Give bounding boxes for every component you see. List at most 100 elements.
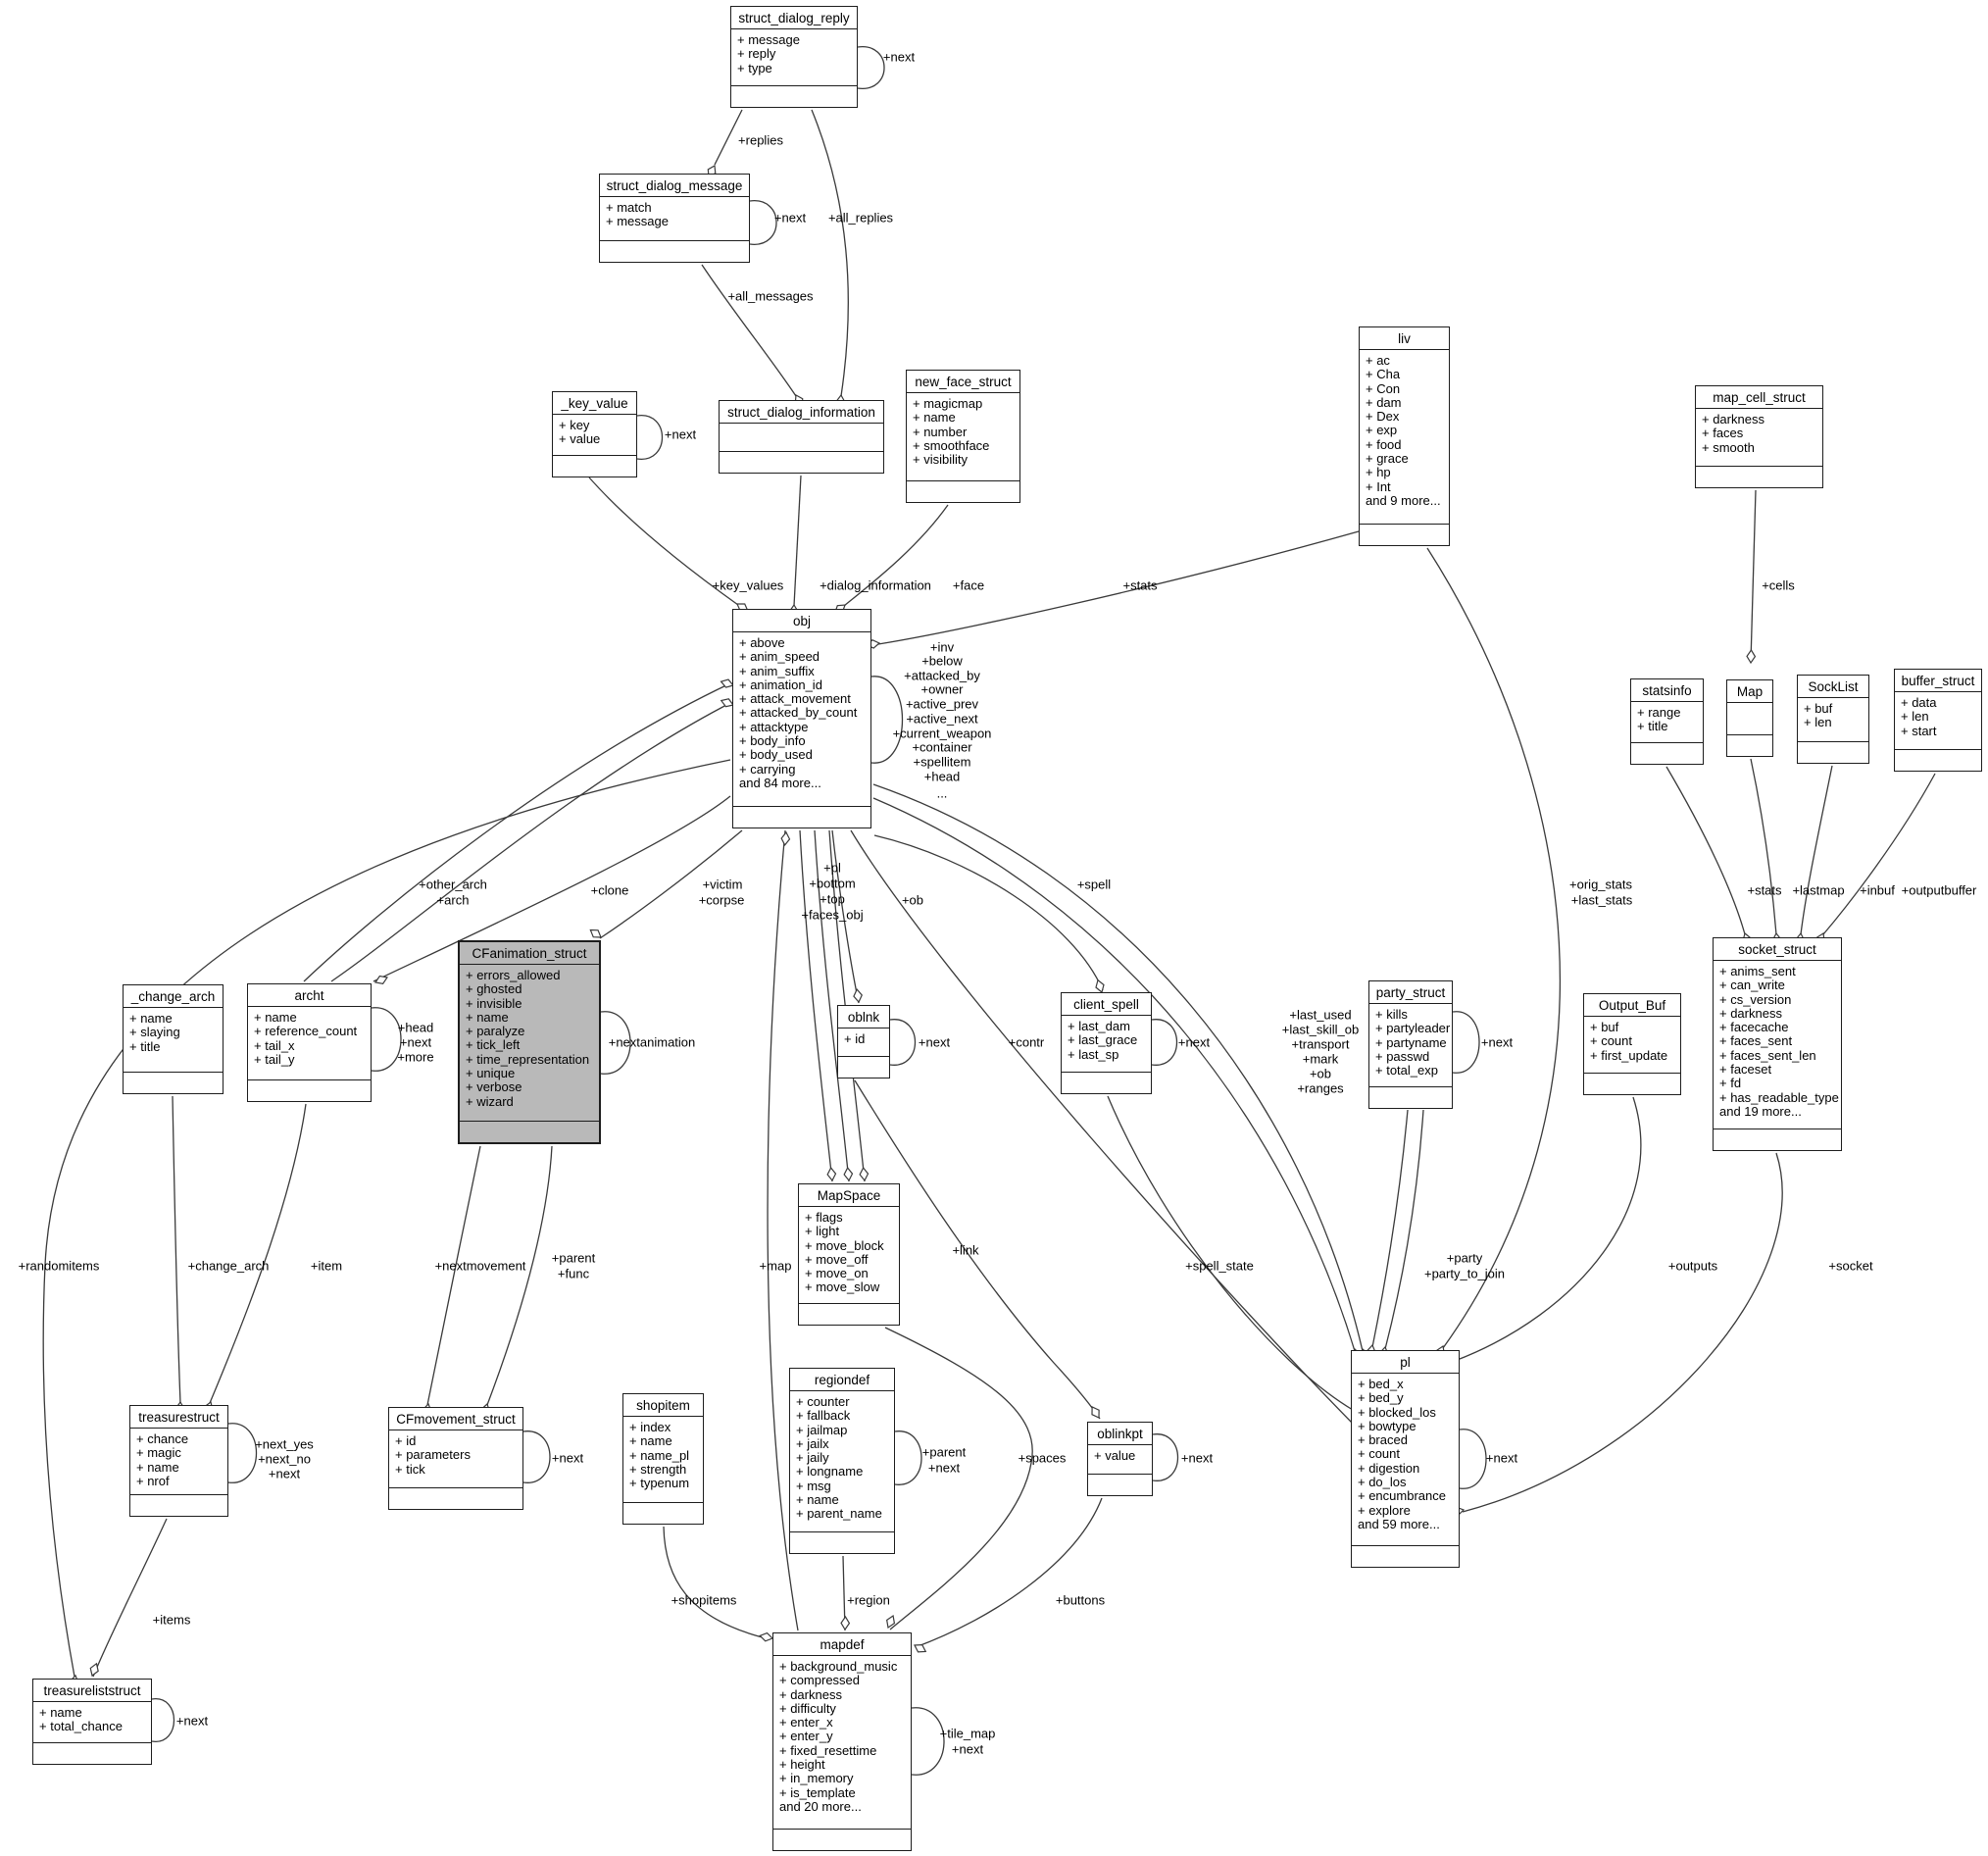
edge-label: +next xyxy=(918,1034,951,1050)
edge-label: +other_arch xyxy=(419,877,487,892)
attribute-row: + id xyxy=(844,1031,866,1046)
node-attributes: + last_dam+ last_grace+ last_sp xyxy=(1062,1016,1151,1073)
node-oblnk[interactable]: oblnk+ id xyxy=(837,1005,890,1078)
attribute-row: + value xyxy=(559,431,601,447)
attribute-row: + faces xyxy=(1702,426,1744,441)
attribute-row: + jailx xyxy=(796,1435,829,1451)
node-attributes: + id xyxy=(838,1028,889,1057)
edge-label: +next xyxy=(1480,1034,1514,1050)
node-regiondef[interactable]: regiondef+ counter+ fallback+ jailmap+ j… xyxy=(789,1368,895,1554)
attribute-row: + encumbrance xyxy=(1358,1488,1446,1504)
node-shopitem[interactable]: shopitem+ index+ name+ name_pl+ strength… xyxy=(622,1393,704,1525)
node-mapdef[interactable]: mapdef+ background_music+ compressed+ da… xyxy=(772,1632,912,1851)
node-CFanimation_struct[interactable]: CFanimation_struct+ errors_allowed+ ghos… xyxy=(458,940,601,1144)
node-pl[interactable]: pl+ bed_x+ bed_y+ blocked_los+ bowtype+ … xyxy=(1351,1350,1460,1568)
node-_change_arch[interactable]: _change_arch+ name+ slaying+ title xyxy=(123,984,224,1094)
relation-edge xyxy=(371,1007,402,1072)
aggregation-diamond-icon xyxy=(759,1631,774,1642)
node-oblinkpt[interactable]: oblinkpt+ value xyxy=(1087,1422,1153,1496)
node-attributes: + name+ reference_count+ tail_x+ tail_y xyxy=(248,1007,371,1080)
edge-label: +ranges xyxy=(1297,1080,1344,1096)
node-treasureliststruct[interactable]: treasureliststruct+ name+ total_chance xyxy=(32,1679,152,1765)
relation-edge xyxy=(1107,1095,1354,1411)
attribute-row: + longname xyxy=(796,1464,864,1480)
node-attributes: + background_music+ compressed+ darkness… xyxy=(773,1656,911,1830)
node-client_spell[interactable]: client_spell+ last_dam+ last_grace+ last… xyxy=(1061,992,1152,1094)
attribute-row: + above xyxy=(739,635,785,650)
edge-label: +orig_stats xyxy=(1569,877,1632,892)
node-new_face_struct[interactable]: new_face_struct+ magicmap+ name+ number+… xyxy=(906,370,1020,503)
node-_key_value[interactable]: _key_value+ key+ value xyxy=(552,391,637,477)
attribute-row: + bowtype xyxy=(1358,1418,1416,1433)
edge-label: +link xyxy=(952,1242,979,1258)
edge-label: +next_no xyxy=(258,1451,311,1467)
node-struct_dialog_reply[interactable]: struct_dialog_reply+ message+ reply+ typ… xyxy=(730,6,858,108)
node-methods-compartment xyxy=(733,807,870,828)
node-MapSpace[interactable]: MapSpace+ flags+ light+ move_block+ move… xyxy=(798,1183,900,1326)
relation-edge xyxy=(1452,1011,1480,1074)
edge-label: +inv xyxy=(929,639,955,655)
edge-label: +top xyxy=(820,891,845,907)
node-archt[interactable]: archt+ name+ reference_count+ tail_x+ ta… xyxy=(247,983,372,1102)
node-SockList[interactable]: SockList+ buf+ len xyxy=(1797,675,1869,764)
node-treasurestruct[interactable]: treasurestruct+ chance+ magic+ name+ nro… xyxy=(129,1405,228,1517)
attribute-row: + last_dam xyxy=(1068,1019,1130,1033)
attribute-row: + errors_allowed xyxy=(466,968,561,982)
attribute-row: + fixed_resettime xyxy=(779,1742,877,1758)
node-socket_struct[interactable]: socket_struct+ anims_sent+ can_write+ cs… xyxy=(1713,937,1842,1151)
node-attributes: + bed_x+ bed_y+ blocked_los+ bowtype+ br… xyxy=(1352,1374,1459,1546)
edge-label: +next xyxy=(882,49,916,65)
node-Output_Buf[interactable]: Output_Buf+ buf+ count+ first_update xyxy=(1583,993,1681,1095)
relation-edge xyxy=(1459,1429,1487,1489)
node-title: CFmovement_struct xyxy=(389,1408,522,1430)
node-struct_dialog_message[interactable]: struct_dialog_message+ match+ message xyxy=(599,174,750,263)
node-struct_dialog_information[interactable]: struct_dialog_information xyxy=(719,400,884,474)
node-title: map_cell_struct xyxy=(1696,386,1822,409)
edge-label: +more xyxy=(397,1049,434,1065)
edge-label: +change_arch xyxy=(187,1258,270,1274)
attribute-row: + kills xyxy=(1375,1007,1408,1022)
node-party_struct[interactable]: party_struct+ kills+ partyleader+ partyn… xyxy=(1368,980,1453,1109)
node-map_cell_struct[interactable]: map_cell_struct+ darkness+ faces+ smooth xyxy=(1695,385,1823,488)
edge-label: +pl xyxy=(823,860,841,876)
node-methods-compartment xyxy=(799,1304,899,1325)
attribute-row: + nrof xyxy=(136,1473,170,1488)
attribute-row: + Con xyxy=(1366,380,1401,396)
node-buffer_struct[interactable]: buffer_struct+ data+ len+ start xyxy=(1894,669,1982,772)
edge-label: +next xyxy=(1180,1450,1214,1466)
node-methods-compartment xyxy=(600,241,749,262)
node-title: client_spell xyxy=(1062,993,1151,1016)
node-methods-compartment xyxy=(838,1057,889,1078)
edge-label: +socket xyxy=(1828,1258,1873,1274)
node-title: struct_dialog_information xyxy=(720,401,883,424)
relation-edge xyxy=(227,1423,257,1483)
attribute-row: and 9 more... xyxy=(1366,492,1441,508)
attribute-row: + match xyxy=(606,200,652,215)
edge-label: +outputs xyxy=(1667,1258,1718,1274)
attribute-row: + attacked_by_count xyxy=(739,705,858,721)
relation-edge xyxy=(1384,1109,1424,1350)
node-title: _change_arch xyxy=(124,985,223,1008)
attribute-row: + wizard xyxy=(466,1093,514,1109)
aggregation-diamond-icon xyxy=(843,1166,854,1182)
relation-edge xyxy=(172,1095,181,1404)
edge-label: +last_stats xyxy=(1570,892,1633,908)
node-liv[interactable]: liv+ ac+ Cha+ Con+ dam+ Dex+ exp+ food+ … xyxy=(1359,326,1450,546)
node-Map[interactable]: Map xyxy=(1726,679,1773,757)
relation-edge xyxy=(793,475,802,607)
attribute-row: + food xyxy=(1366,436,1402,452)
edge-label: +face xyxy=(952,577,985,593)
edge-label: +all_messages xyxy=(727,288,814,304)
attribute-row: + name xyxy=(629,1433,672,1449)
relation-edge xyxy=(1750,758,1777,935)
attribute-row: + len xyxy=(1804,715,1832,730)
node-methods-compartment xyxy=(460,1122,599,1142)
node-obj[interactable]: obj+ above+ anim_speed+ anim_suffix+ ani… xyxy=(732,609,871,828)
relation-edge xyxy=(1665,766,1746,935)
edge-label: +parent xyxy=(921,1444,967,1460)
relation-edge xyxy=(911,1707,945,1776)
node-statsinfo[interactable]: statsinfo+ range+ title xyxy=(1630,678,1704,765)
edge-label: +contr xyxy=(1008,1034,1045,1050)
node-CFmovement_struct[interactable]: CFmovement_struct+ id+ parameters+ tick xyxy=(388,1407,523,1510)
edge-label: +next xyxy=(399,1034,432,1050)
